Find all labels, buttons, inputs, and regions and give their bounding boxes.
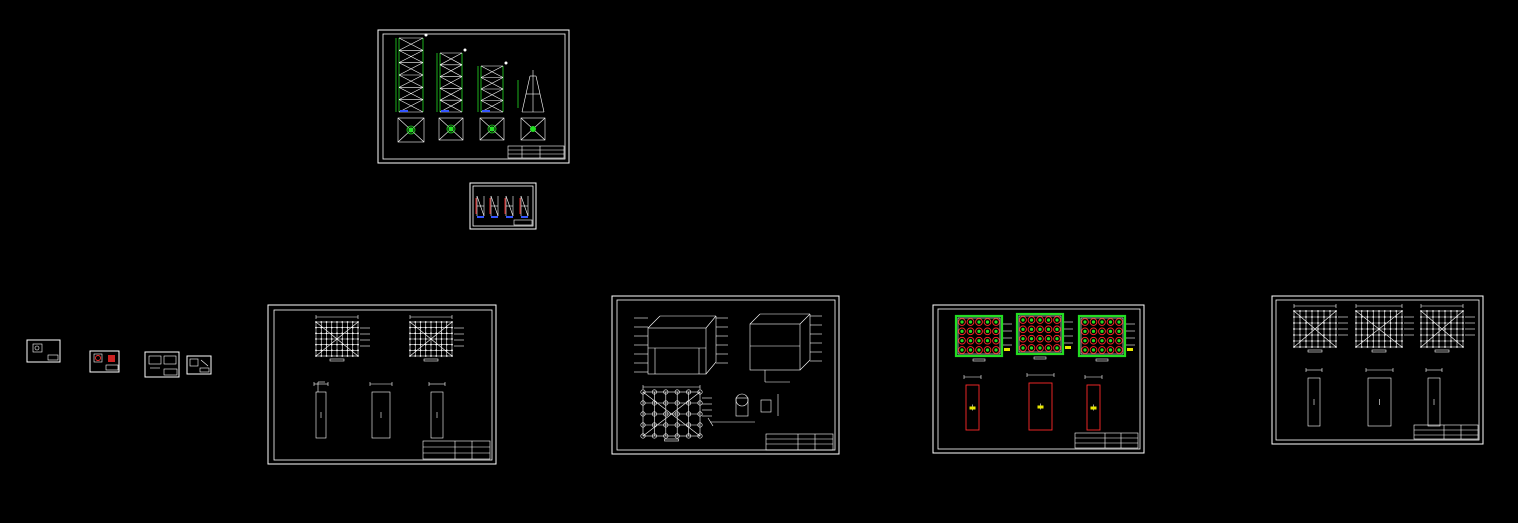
sheet-border bbox=[469, 182, 537, 230]
sheet-inner-border bbox=[937, 308, 1141, 450]
small-tower-group bbox=[475, 195, 529, 218]
pile-cap-plan bbox=[1293, 304, 1348, 353]
tower-elevation bbox=[436, 48, 467, 141]
tower-elevation-group bbox=[395, 33, 546, 143]
pile-cap-drawings bbox=[313, 315, 464, 439]
title-block bbox=[765, 433, 834, 451]
small-tower bbox=[519, 195, 529, 218]
tower-elevation-tapered bbox=[517, 70, 546, 141]
sheet-border bbox=[89, 350, 120, 373]
sheet-inner-border bbox=[1275, 299, 1480, 441]
sheet-border bbox=[267, 304, 497, 465]
sheet-thumb-c[interactable] bbox=[144, 351, 180, 378]
small-tower bbox=[475, 195, 485, 218]
pile-cap-drawings bbox=[1293, 304, 1475, 427]
title-block bbox=[1074, 432, 1139, 449]
title-block bbox=[47, 354, 59, 361]
column-section bbox=[313, 382, 329, 439]
sheet-border bbox=[1271, 295, 1484, 445]
sheet-border bbox=[611, 295, 840, 455]
colored-pile-cap-plan bbox=[1077, 314, 1135, 362]
column-section bbox=[963, 375, 982, 431]
sheet-thumb-a[interactable] bbox=[26, 339, 61, 363]
column-section bbox=[428, 382, 446, 439]
pile-cap-plan bbox=[315, 315, 370, 362]
sheet-tower-elevations[interactable] bbox=[377, 29, 570, 164]
sheet-border bbox=[932, 304, 1145, 454]
section-drawings bbox=[634, 313, 822, 442]
sheet-border bbox=[186, 355, 212, 375]
tower-elevation bbox=[395, 33, 428, 143]
column-section bbox=[1026, 373, 1055, 431]
detail-hook bbox=[707, 393, 779, 427]
title-block bbox=[422, 440, 491, 460]
sheet-thumb-b[interactable] bbox=[89, 350, 120, 373]
small-tower bbox=[489, 195, 499, 218]
title-block bbox=[105, 364, 119, 371]
plan-section bbox=[640, 385, 712, 442]
sheet-foundation-sections[interactable] bbox=[611, 295, 840, 455]
title-block bbox=[507, 145, 565, 159]
section-a bbox=[634, 315, 728, 375]
title-block bbox=[1413, 424, 1479, 440]
small-tower bbox=[504, 195, 514, 218]
column-section bbox=[1084, 375, 1103, 431]
column-section bbox=[1425, 368, 1443, 427]
sheet-border bbox=[144, 351, 180, 378]
column-section bbox=[369, 382, 393, 439]
title-block bbox=[199, 367, 210, 373]
sheet-border bbox=[377, 29, 570, 164]
sheet-inner-border bbox=[382, 33, 566, 160]
sheet-pile-cap-plan-1[interactable] bbox=[267, 304, 497, 465]
thumb-drawing bbox=[32, 343, 43, 353]
pile-cap-plan bbox=[409, 315, 464, 362]
title-block bbox=[163, 368, 178, 376]
pile-cap-plan bbox=[1420, 304, 1475, 353]
sheet-pile-cap-plan-2[interactable] bbox=[1271, 295, 1484, 445]
colored-pile-cap-drawings bbox=[954, 312, 1135, 431]
section-b bbox=[749, 313, 822, 383]
sheet-border bbox=[26, 339, 61, 363]
column-section bbox=[1305, 368, 1323, 427]
column-section bbox=[1365, 368, 1394, 427]
sheet-inner-border bbox=[273, 309, 493, 461]
sheet-tower-small[interactable] bbox=[469, 182, 537, 230]
tower-elevation bbox=[477, 61, 508, 141]
sheet-inner-border bbox=[472, 185, 534, 227]
sheet-pile-cap-plan-colored[interactable] bbox=[932, 304, 1145, 454]
sheet-thumb-d[interactable] bbox=[186, 355, 212, 375]
colored-pile-cap-plan bbox=[1015, 312, 1073, 360]
pile-cap-plan bbox=[1355, 304, 1414, 353]
title-block bbox=[513, 219, 533, 226]
colored-pile-cap-plan bbox=[954, 314, 1012, 362]
sheet-inner-border bbox=[616, 299, 836, 451]
